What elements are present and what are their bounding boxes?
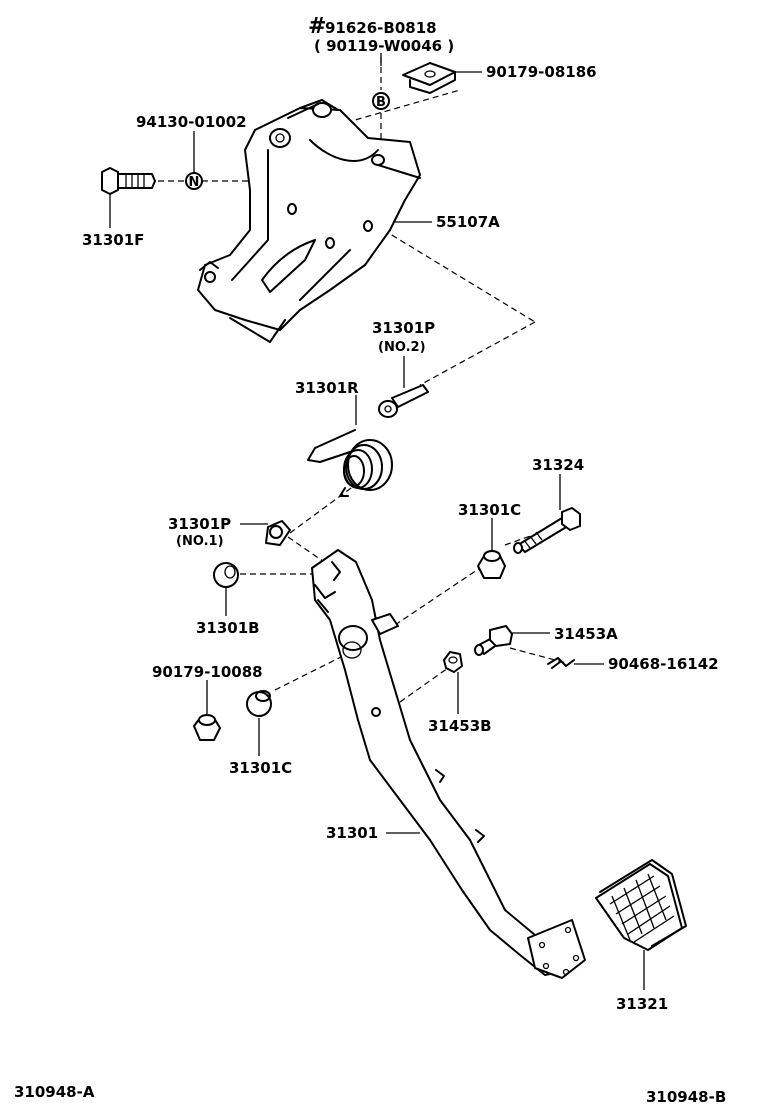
stopper-b	[443, 651, 463, 673]
clip	[547, 657, 575, 669]
svg-text:B: B	[376, 95, 386, 110]
pin-no2	[378, 384, 429, 418]
collar-31301b	[213, 562, 239, 588]
svg-text:N: N	[189, 175, 200, 190]
collar-lower	[246, 690, 272, 717]
mark-hash: #	[308, 14, 326, 39]
nut-n-marker: N	[185, 172, 203, 190]
footer-code-left: 310948-A	[14, 1083, 95, 1101]
label-55107a: 55107A	[436, 213, 500, 231]
label-31301p-no1: 31301P	[168, 515, 231, 533]
label-31301c-right: 31301C	[458, 501, 521, 519]
bolt-b-marker: B	[372, 92, 390, 110]
return-spring	[307, 429, 393, 497]
stopper-a	[474, 625, 513, 656]
label-31453a: 31453A	[554, 625, 618, 643]
label-31301: 31301	[326, 824, 378, 842]
left-bolt	[101, 167, 156, 195]
footer-code-right: 310948-B	[646, 1088, 726, 1106]
label-90119-w0046: ( 90119-W0046 )	[314, 37, 454, 55]
leader-lines	[109, 53, 645, 990]
pedal-bracket	[197, 99, 421, 343]
label-31301f: 31301F	[82, 231, 144, 249]
label-91626-b0818: 91626-B0818	[325, 19, 437, 37]
label-no1: (NO.1)	[176, 534, 224, 549]
part-labels: # 91626-B0818 ( 90119-W0046 ) 90179-0818…	[14, 14, 726, 1106]
lower-nut	[193, 714, 221, 741]
bush-no1	[265, 520, 291, 546]
label-90468-16142: 90468-16142	[608, 655, 719, 673]
label-31453b: 31453B	[428, 717, 492, 735]
label-31321: 31321	[616, 995, 668, 1013]
label-31301c-lower: 31301C	[229, 759, 292, 777]
pedal-arm	[311, 549, 586, 979]
label-90179-08186: 90179-08186	[486, 63, 597, 81]
collar-right	[477, 550, 506, 579]
label-94130-01002: 94130-01002	[136, 113, 247, 131]
label-31324: 31324	[532, 456, 584, 474]
top-nut	[402, 62, 456, 94]
label-no2: (NO.2)	[378, 340, 426, 355]
label-31301b: 31301B	[196, 619, 260, 637]
pedal-pad	[595, 859, 687, 951]
label-90179-10088: 90179-10088	[152, 663, 263, 681]
label-31301p-no2: 31301P	[372, 319, 435, 337]
label-31301r: 31301R	[295, 379, 359, 397]
bolt-31324	[513, 507, 581, 554]
